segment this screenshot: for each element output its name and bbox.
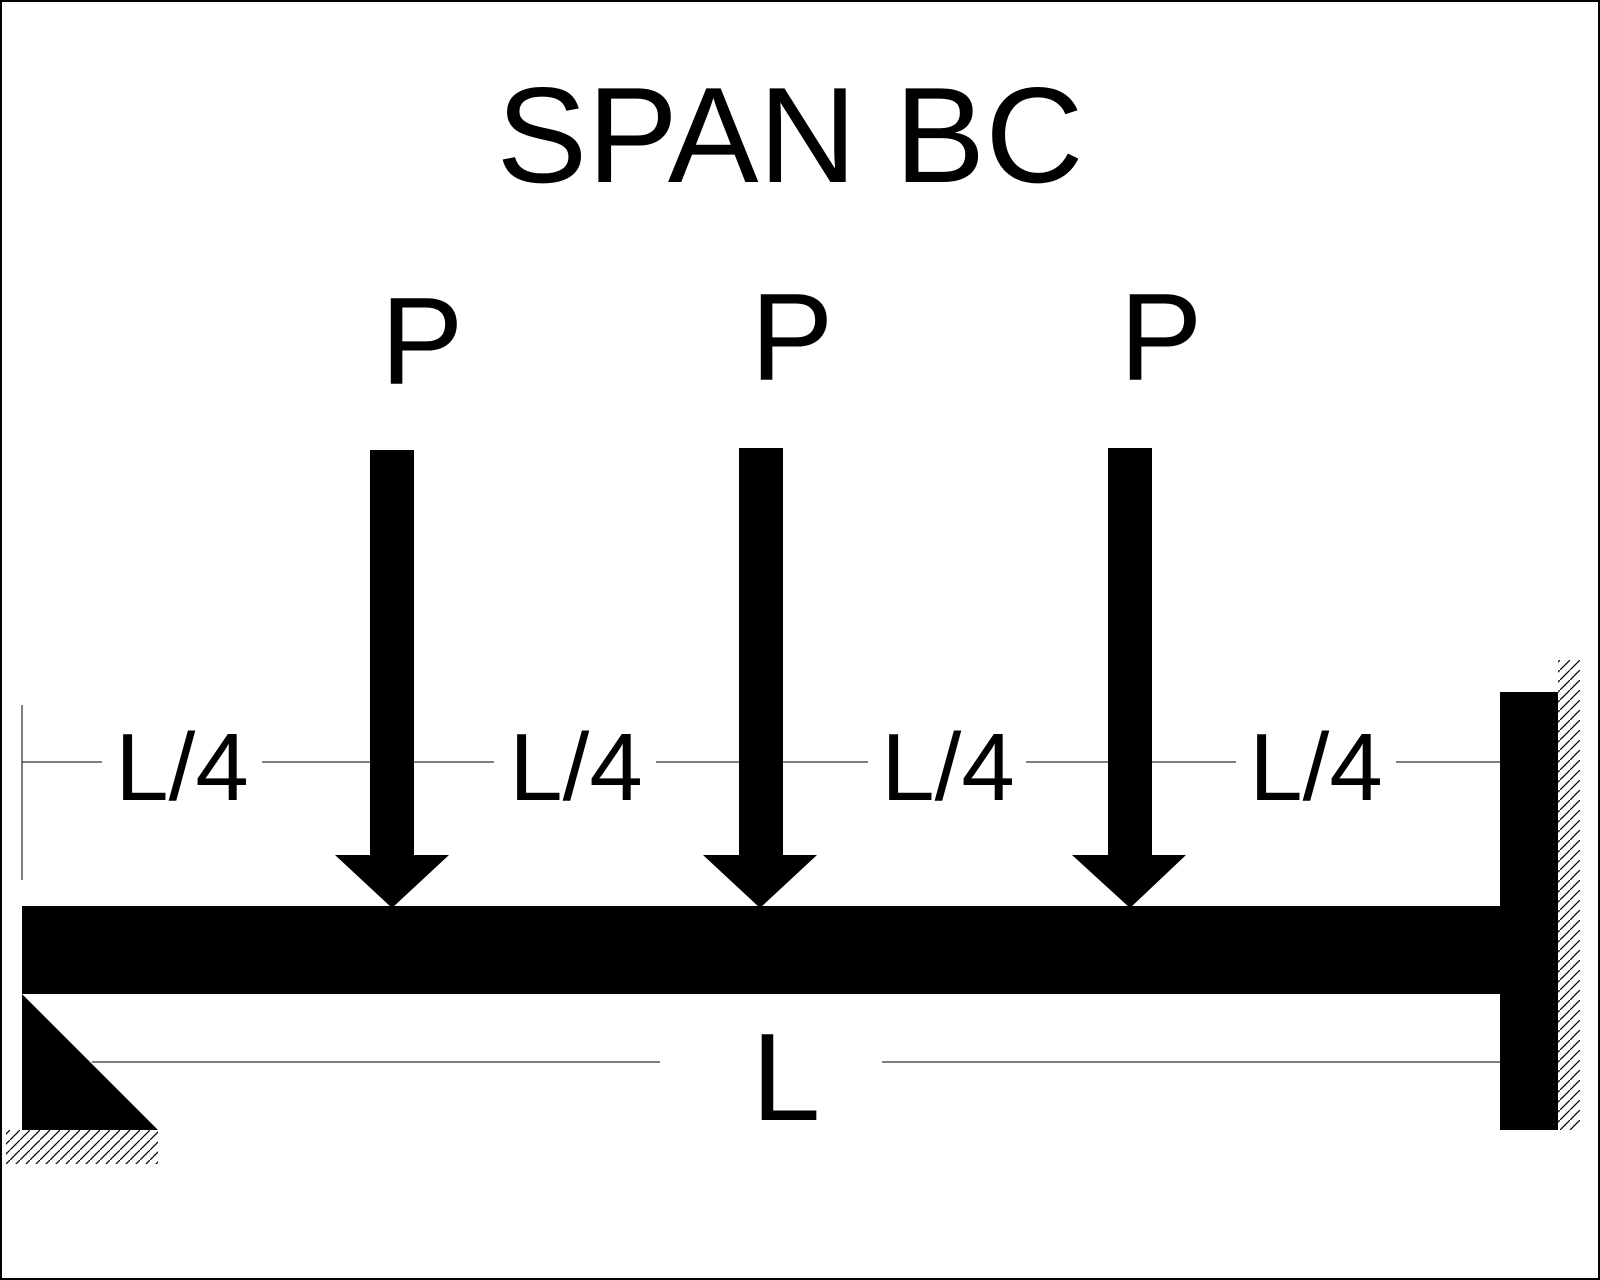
segment-label-4: L/4 — [1249, 714, 1382, 821]
pin-support — [6, 994, 158, 1164]
load-label-3: P — [1120, 269, 1203, 407]
load-arrow-1 — [335, 450, 449, 908]
segment-label-3: L/4 — [881, 714, 1014, 821]
load-label-1: P — [381, 273, 464, 411]
diagram-title: SPAN BC — [497, 59, 1084, 211]
beam — [22, 906, 1502, 994]
load-label-2: P — [751, 269, 834, 407]
load-arrow-3 — [1072, 448, 1186, 908]
segment-label-1: L/4 — [115, 714, 248, 821]
segment-label-2: L/4 — [509, 714, 642, 821]
span-label: L — [752, 1009, 821, 1147]
load-arrow-2 — [703, 448, 817, 908]
fixed-support — [1500, 660, 1580, 1130]
